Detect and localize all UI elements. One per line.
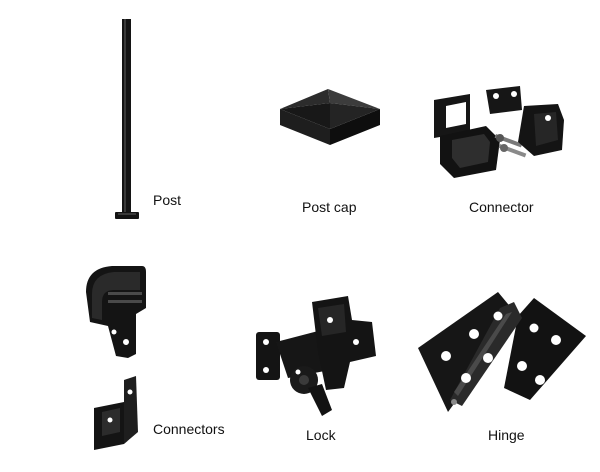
hinge-label: Hinge [488,427,525,443]
lock-icon [256,296,376,416]
post-icon [115,19,139,219]
hinge-item [414,288,590,418]
connector-item [430,84,570,180]
post-label: Post [153,192,182,208]
lock-item [252,292,388,424]
lock-label: Lock [306,427,336,443]
connector-label: Connector [469,199,534,215]
post-cap-item [278,83,382,149]
connectors-icon [86,266,146,450]
post-cap-label: Post cap [302,199,357,215]
connector-icon [434,86,564,178]
post-cap-icon [280,89,380,145]
connectors-label: Connectors [153,421,225,437]
connectors-item [80,262,150,452]
hinge-icon [418,292,586,412]
post-item [112,15,146,225]
